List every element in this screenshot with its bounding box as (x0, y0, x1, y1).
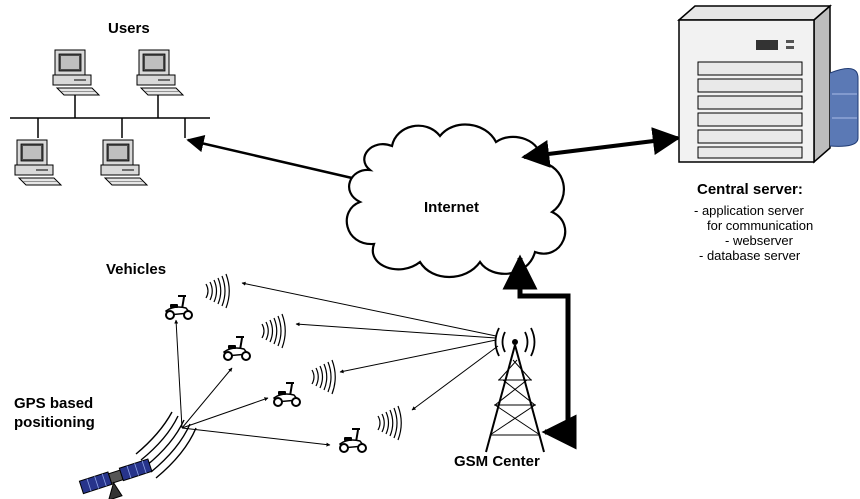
internet-server-link (521, 127, 681, 168)
gps-vehicle-links (174, 319, 331, 447)
signal-waves-icon (311, 359, 336, 395)
satellite-icon (78, 458, 153, 499)
central-server-line-4: - database server (699, 248, 801, 263)
scooter-icon (273, 382, 301, 407)
users-internet-link (186, 135, 380, 189)
internet-gsm-link (502, 254, 577, 450)
signal-waves-icon (261, 313, 286, 349)
central-server-line-2: for communication (707, 218, 814, 233)
users-network (10, 49, 210, 186)
radio-tower-icon (485, 327, 545, 453)
signal-waves-icon (205, 273, 230, 309)
vehicle-1 (165, 273, 230, 320)
signal-waves-icon (377, 405, 402, 441)
vehicles-label: Vehicles (106, 261, 167, 278)
desktop-computer-icon (100, 139, 148, 186)
scooter-icon (339, 428, 367, 453)
internet-label: Internet (424, 199, 480, 216)
desktop-computer-icon (52, 49, 100, 96)
users-label: Users (108, 20, 150, 37)
desktop-computer-icon (136, 49, 184, 96)
central-server-line-3: - webserver (725, 233, 793, 248)
gsm-center-label: GSM Center (454, 453, 540, 470)
vehicle-4 (339, 405, 402, 453)
gps-signal-waves-icon (135, 411, 197, 479)
vehicle-2 (223, 313, 286, 361)
central-server-title: Central server: (697, 181, 803, 198)
gps-label-line-2: positioning (14, 414, 95, 431)
cloud-icon (345, 123, 567, 279)
database-cylinder-icon (829, 68, 859, 147)
gps-label-line-1: GPS based (14, 395, 94, 412)
vehicle-3 (273, 359, 336, 407)
scooter-icon (223, 336, 251, 361)
desktop-computer-icon (14, 139, 62, 186)
server-tower-icon (677, 4, 832, 164)
gsm-vehicle-links (241, 281, 499, 411)
scooter-icon (165, 295, 193, 320)
central-server-line-1: - application server (694, 203, 804, 218)
